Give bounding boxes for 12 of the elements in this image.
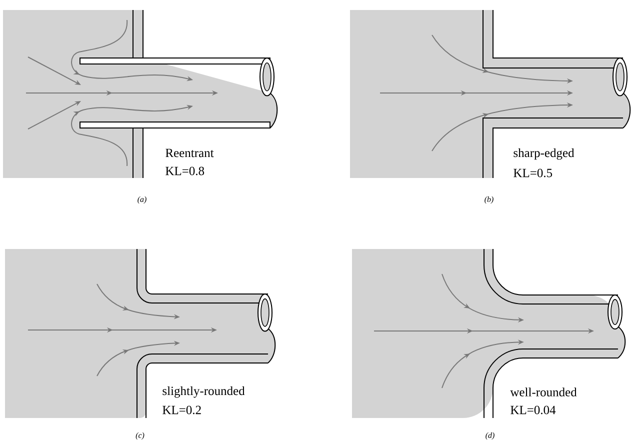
loss-label: KL=0.8	[166, 166, 204, 176]
loss-label: KL=0.2	[162, 406, 201, 414]
panel-letter: (d)	[486, 432, 494, 440]
panel-letter: (b)	[484, 196, 494, 204]
loss-label: slightly-rounded	[162, 386, 245, 398]
loss-label: well-rounded	[510, 388, 577, 396]
loss-label: KL=0.5	[514, 168, 552, 178]
panel-letter: (c)	[136, 432, 144, 440]
panel-letter: (a)	[138, 196, 146, 204]
loss-label: sharp-edged	[514, 148, 574, 160]
loss-label: Reentrant	[166, 148, 214, 158]
loss-label: KL=0.04	[510, 406, 556, 414]
